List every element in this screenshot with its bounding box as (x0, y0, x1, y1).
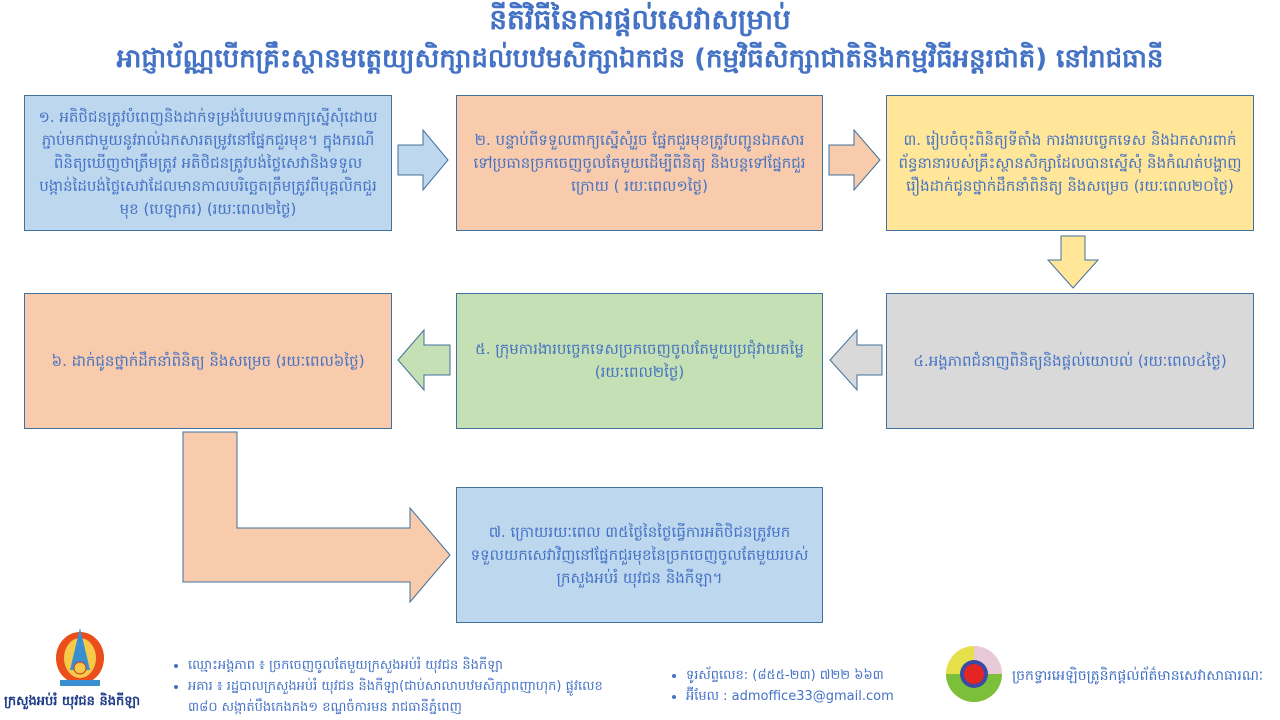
portal-title[interactable]: ច្រកទ្វារអេឡិចត្រូនិកផ្តល់ព័ត៌មានសេវាសាធ… (1012, 668, 1264, 684)
page-title: នីតិវិធីនៃការផ្តល់សេវាសម្រាប់ (489, 3, 791, 36)
arrow-right-1 (397, 128, 449, 192)
contact-address-block: ឈ្មោះអង្គភាព ៖ ច្រកចេញចូលតែមួយក្រសួងអប់រ… (172, 655, 692, 718)
step-2-box: ២. បន្ទាប់ពីទទួលពាក្យស្នើសុំរួច ផ្នែកជួរ… (456, 95, 823, 231)
step-3-box: ៣. រៀបចំចុះពិនិត្យទីតាំង ការងារបច្ចេកទេស… (886, 95, 1254, 231)
step-1-box: ១. អតិថិជនត្រូវបំពេញនិងដាក់ទម្រង់បែបបទពា… (24, 95, 392, 231)
arrow-right-2 (828, 128, 881, 192)
ministry-name: ក្រសួងអប់រំ យុវជន និងកីឡា (4, 694, 141, 709)
arrow-left-5 (397, 328, 451, 392)
step-7-box: ៧. ក្រោយរយៈពេល ៣៥ថ្ងៃនៃថ្ងៃធ្វើការអតិថិជ… (456, 487, 823, 623)
address-line-2: ៣៨០ សង្កាត់បឹងកេងកង១ ខណ្ឌចំការមន រាជធានី… (188, 700, 462, 715)
ministry-emblem-icon (56, 628, 104, 686)
step-6-box: ៦. ដាក់ជូនថ្នាក់ដឹកនាំពិនិត្យ និងសម្រេច … (24, 293, 392, 429)
contact-phone-email: ទូរស័ព្ទលេខ: (៨៥៥-២៣) ៧២២ ៦៦៣ អ៊ីមែល : a… (670, 665, 894, 709)
entity-name: ឈ្មោះអង្គភាព ៖ ច្រកចេញចូលតែមួយក្រសួងអប់រ… (188, 657, 692, 676)
step-5-box: ៥. ក្រុមការងារបច្ចេកទេសច្រកចេញចូលតែមួយប្… (456, 293, 823, 429)
arrow-left-4 (829, 328, 883, 392)
page-subtitle: អាជ្ញាប័ណ្ណបើកគ្រឹះស្ថានមត្តេយ្យសិក្សាដល… (116, 44, 1164, 74)
email-address[interactable]: អ៊ីមែល : admoffice33@gmail.com (686, 688, 894, 707)
step-4-box: ៤.អង្គភាពជំនាញពិនិត្យនិងផ្តល់យោបល់ (រយៈព… (886, 293, 1254, 429)
phone-number: ទូរស័ព្ទលេខ: (៨៥៥-២៣) ៧២២ ៦៦៣ (686, 667, 894, 686)
arrow-down-3 (1046, 235, 1100, 289)
arrow-bent-6 (182, 431, 451, 604)
address-line-1: អគារ ៖ រដ្ឋបាលក្រសួងអប់រំ យុវជន និងកីឡា(… (188, 678, 692, 697)
portal-logo-icon[interactable] (945, 643, 1003, 705)
